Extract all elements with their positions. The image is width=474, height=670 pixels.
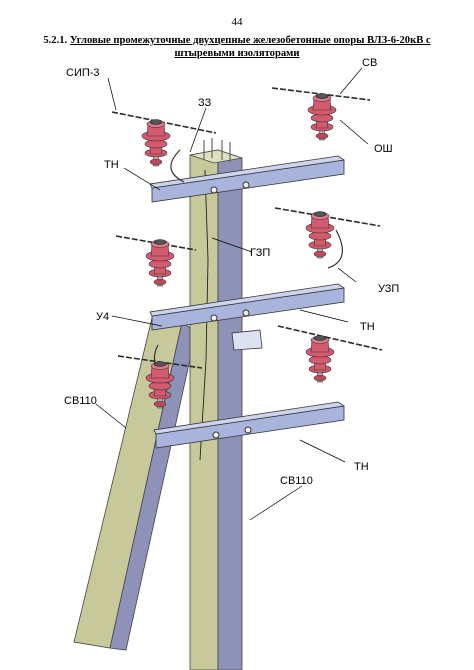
label-sv110-left: СВ110 [64, 395, 97, 407]
crossarm-bottom [153, 401, 346, 449]
strut-pole [73, 317, 197, 651]
main-pole [189, 138, 243, 670]
label-sip3: СИП-3 [66, 67, 100, 79]
label-uzp: УЗП [378, 283, 399, 295]
page-number: 44 [231, 16, 243, 28]
section-title: Угловые промежуточные двухцепные железоб… [69, 35, 431, 59]
leader-lines [95, 67, 369, 521]
insulator-top-left [141, 119, 171, 167]
label-zz: ЗЗ [198, 97, 212, 109]
label-sv: СВ [362, 57, 377, 69]
bracket [231, 329, 263, 351]
label-gzp: ГЗП [250, 247, 270, 259]
insulator-mid-right [305, 211, 335, 259]
label-sv110-right: СВ110 [280, 475, 313, 487]
section-number: 5.2.1. [43, 35, 68, 46]
label-tn-bottom: ТН [354, 461, 369, 473]
label-tn-mid: ТН [360, 321, 375, 333]
label-osh: ОШ [374, 143, 393, 155]
insulator-bottom-right [305, 335, 335, 383]
label-tn-top: ТН [104, 159, 119, 171]
insulator-mid-left [145, 239, 175, 287]
crossarm-top [149, 155, 346, 203]
section-heading: 5.2.1. Угловые промежуточные двухцепные … [20, 34, 454, 60]
crossarm-middle [149, 283, 346, 331]
insulator-top-right [307, 93, 337, 141]
label-u4: У4 [96, 311, 109, 323]
